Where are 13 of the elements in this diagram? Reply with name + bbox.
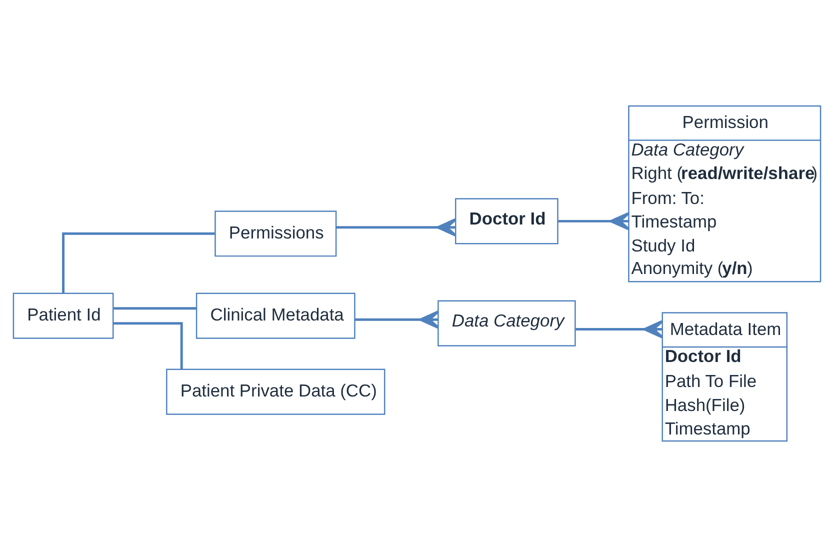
connector: [114, 307, 196, 310]
connector: [558, 212, 630, 230]
connector: [336, 218, 457, 236]
node-box: Doctor Id: [454, 198, 558, 244]
node-box: Clinical Metadata: [196, 292, 356, 339]
node-box: Patient Id: [12, 292, 114, 339]
connector: [62, 232, 215, 294]
connector: [354, 310, 440, 329]
connector: [113, 322, 183, 370]
node-box: Data Category: [438, 300, 576, 346]
node-box: Patient Private Data (CC): [166, 368, 386, 415]
node-box: Permissions: [214, 210, 337, 257]
connector: [576, 320, 664, 338]
